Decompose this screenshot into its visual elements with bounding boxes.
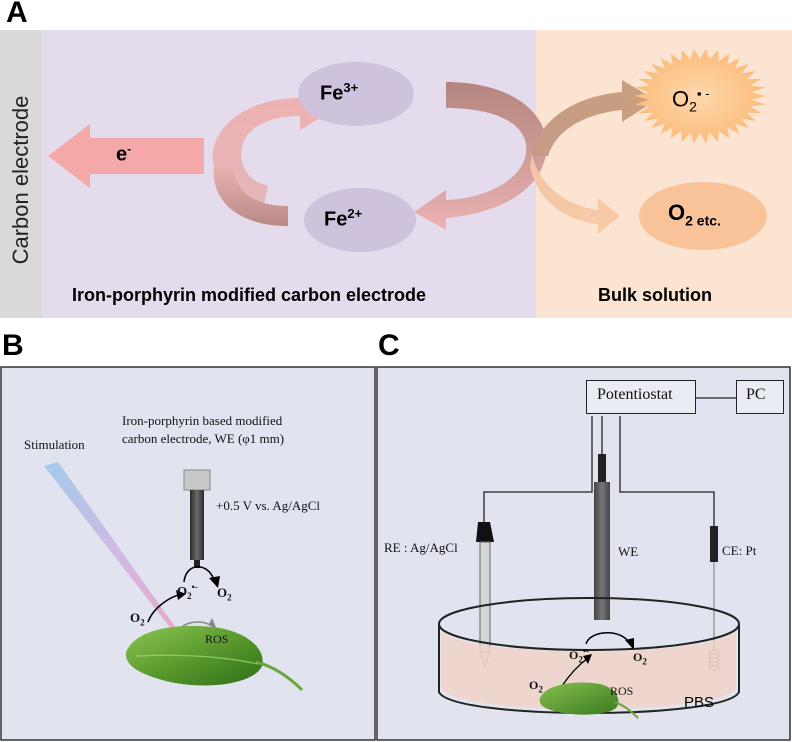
panel-a-letter: A bbox=[6, 0, 28, 29]
stimulation-label: Stimulation bbox=[24, 437, 85, 452]
ros-b-label: ROS bbox=[205, 632, 229, 646]
panel-a-diagram bbox=[0, 30, 792, 318]
stimulation-pipette bbox=[44, 462, 176, 630]
carbon-electrode-label: Carbon electrode bbox=[8, 95, 33, 265]
pc-box[interactable] bbox=[736, 380, 784, 414]
pbs-label: PBS bbox=[684, 694, 715, 711]
reaction-arrow bbox=[183, 565, 215, 583]
oxygen-ellipse bbox=[639, 182, 767, 250]
reaction-arrowhead bbox=[209, 576, 220, 588]
electrode-description-line1: Iron-porphyrin based modified bbox=[122, 413, 283, 428]
superoxide-label: O2▪ - bbox=[672, 86, 710, 115]
dish-liquid bbox=[442, 632, 736, 710]
pc-label: PC bbox=[746, 386, 766, 403]
we-electrode-top bbox=[598, 454, 606, 482]
electrode-rod bbox=[190, 490, 204, 560]
o2-left-label: O2 bbox=[130, 610, 145, 628]
re-label: RE : Ag/AgCl bbox=[384, 540, 458, 555]
re-wire bbox=[483, 416, 593, 522]
electrode-tip bbox=[194, 560, 200, 568]
electron-arrow bbox=[48, 124, 204, 188]
oxidation-arc-arrow bbox=[212, 84, 340, 204]
bulk-solution-label: Bulk solution bbox=[598, 285, 712, 305]
fe2-ellipse bbox=[304, 188, 416, 252]
panel-b-letter: B bbox=[2, 329, 24, 362]
c-reaction-arrowhead bbox=[625, 638, 634, 650]
modified-electrode-label: Iron-porphyrin modified carbon electrode bbox=[72, 285, 427, 305]
we-electrode-body bbox=[594, 482, 610, 620]
ce-label: CE: Pt bbox=[722, 543, 757, 558]
ce-wire bbox=[619, 416, 715, 526]
electrode-description-line2: carbon electrode, WE (φ1 mm) bbox=[122, 431, 285, 446]
c-leaf bbox=[539, 682, 619, 715]
regeneration-arc-arrow bbox=[213, 166, 288, 226]
re-electrode-cap bbox=[476, 522, 494, 542]
fe3-ellipse bbox=[298, 62, 414, 126]
superoxide-starburst bbox=[634, 48, 766, 144]
release-arrowhead bbox=[176, 590, 186, 600]
re-electrode-body bbox=[479, 541, 491, 653]
o2-c-left-label: O2 bbox=[529, 678, 543, 695]
panel-b-frame bbox=[0, 366, 376, 741]
carbon-electrode-bar bbox=[0, 30, 42, 318]
ce-electrode-head bbox=[710, 526, 718, 562]
fe2-label: Fe2+ bbox=[324, 206, 363, 231]
superoxide-b-label: O2•- bbox=[177, 582, 198, 601]
oxygen-label: O2 etc. bbox=[668, 200, 721, 229]
reduction-arc-arrow bbox=[414, 82, 547, 230]
fe3-label: Fe3+ bbox=[320, 80, 359, 105]
c-leaf-stem bbox=[613, 701, 639, 719]
leaf-vein bbox=[135, 654, 259, 665]
potentiostat-box[interactable] bbox=[586, 380, 696, 414]
potential-label: +0.5 V vs. Ag/AgCl bbox=[216, 498, 321, 513]
panel-c-diagram bbox=[376, 366, 791, 741]
c-release-arrowhead bbox=[583, 654, 592, 664]
electron-label: e- bbox=[116, 142, 132, 166]
panel-c-letter: C bbox=[378, 329, 400, 362]
superoxide-c-label: O2•- bbox=[569, 646, 589, 665]
panel-b-diagram bbox=[0, 366, 376, 741]
oxygen-release-arrow bbox=[530, 154, 620, 234]
electrode-holder bbox=[183, 469, 211, 491]
potentiostat-label: Potentiostat bbox=[597, 386, 673, 403]
ros-c-label: ROS bbox=[610, 684, 634, 698]
superoxide-release-arrow bbox=[530, 80, 656, 156]
o2-c-right-label: O2 bbox=[633, 650, 647, 667]
leaf-stem bbox=[255, 660, 304, 692]
we-label: WE bbox=[618, 544, 639, 559]
o2-right-label: O2 bbox=[217, 585, 232, 603]
